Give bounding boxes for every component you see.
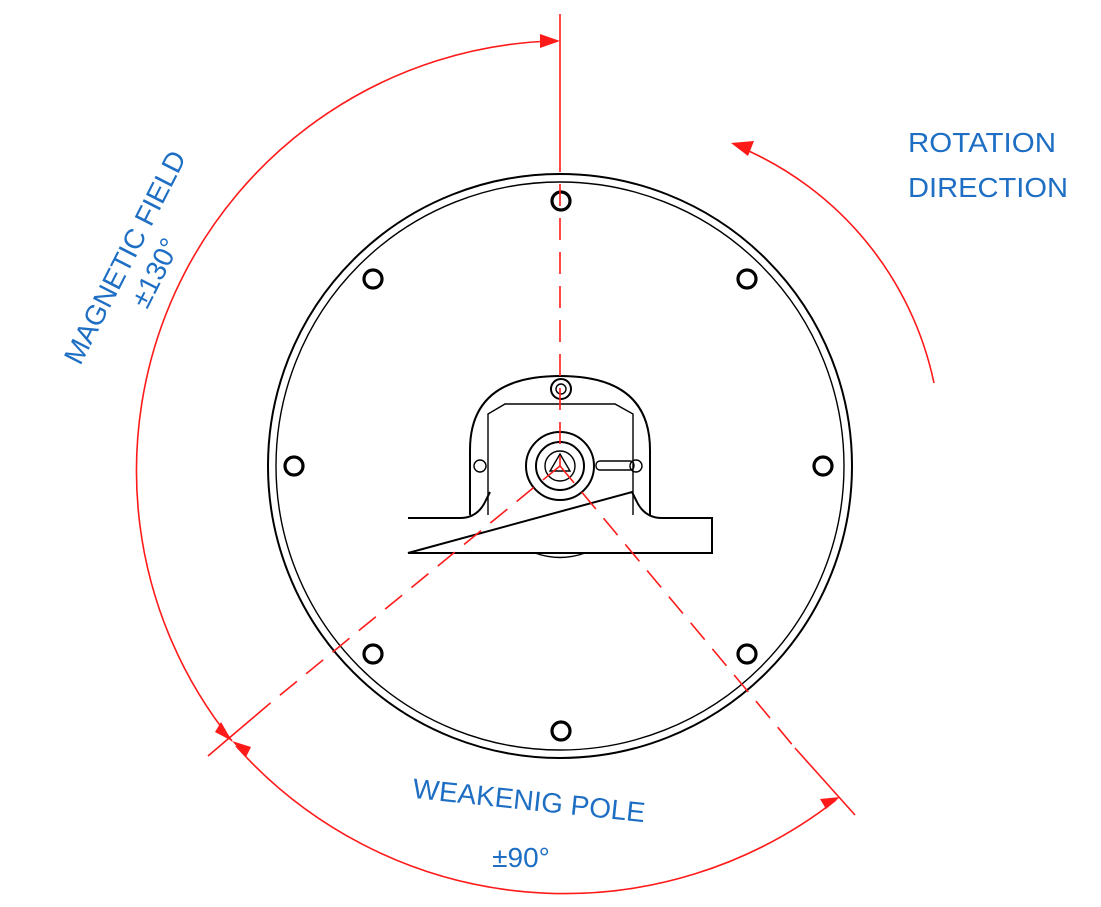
bolt-hole: [550, 190, 572, 212]
bolt-hole: [812, 455, 834, 477]
bolt-hole: [550, 720, 572, 742]
bolt-holes: [283, 190, 834, 742]
weakening-pole-angle: ±90°: [492, 842, 550, 873]
bolt-hole: [736, 643, 758, 665]
rotation-label-line1: ROTATION: [908, 127, 1056, 158]
weakening-pole-arc: [232, 741, 840, 895]
bolt-hole: [736, 268, 758, 290]
rotor-disc: [267, 173, 853, 759]
pole-line-left: [207, 465, 561, 757]
magnetic-field-arc: [135, 34, 560, 742]
pole-line-right: [559, 465, 856, 816]
bolt-hole: [362, 268, 384, 290]
bolt-hole: [362, 643, 384, 665]
rotation-direction-arrow: [731, 141, 935, 384]
bolt-hole: [283, 455, 305, 477]
rotation-label-line2: DIRECTION: [908, 172, 1068, 203]
weakening-pole-label: WEAKENIG POLE: [411, 773, 646, 828]
